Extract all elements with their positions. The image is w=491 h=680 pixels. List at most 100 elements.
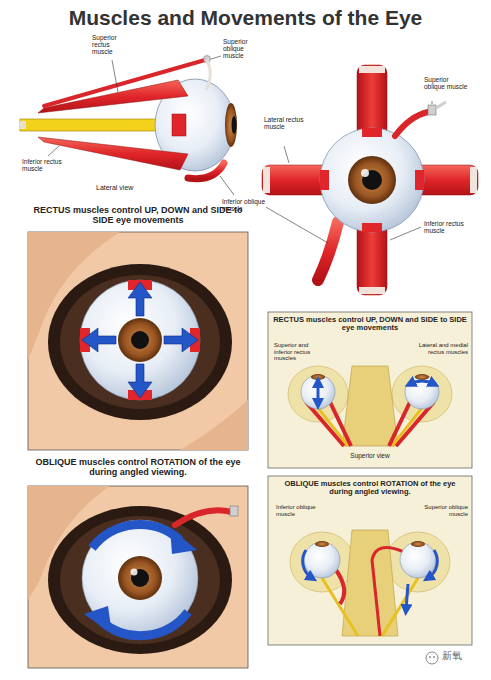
front-view-part: [436, 102, 446, 108]
rectus-front-panel-part: [180, 400, 248, 450]
rectus-front-panel-part: [60, 275, 220, 409]
front-view-part: [362, 128, 382, 137]
view-label: Lateral view: [96, 184, 166, 192]
lateral-view-part: [20, 119, 170, 131]
rectus-superior-panel-part: [405, 375, 439, 409]
front-view-part: [320, 128, 424, 232]
lateral-view-part: [44, 60, 205, 106]
front-view-part: [428, 105, 436, 115]
oblique-superior-panel-part: [304, 542, 340, 578]
rectus-front-panel-part: [82, 328, 116, 352]
rectus-front-panel-part: [128, 364, 152, 398]
leader-lines-part: [264, 206, 328, 243]
leader-lines-part: [48, 146, 59, 156]
rectus-front-panel-part: [80, 280, 200, 400]
oblique-superior-panel-part: [322, 578, 358, 636]
oblique-front-panel-part: [131, 569, 149, 587]
front-view-part: [361, 169, 369, 177]
rectus-superior-panel-part: [415, 374, 429, 380]
rectus-superior-panel-part: [342, 366, 398, 446]
rectus-superior-panel-part: [311, 374, 325, 380]
oblique-front-panel-part: [48, 506, 232, 654]
rectus-superior-panel-part: [268, 312, 472, 468]
rectus-front-panel-part: [164, 328, 198, 352]
oblique-superior-panel-part: [315, 541, 329, 547]
part-label: Superior oblique muscle: [420, 504, 468, 517]
front-view-part: [470, 167, 477, 193]
front-view: [262, 65, 478, 295]
panel-heading: RECTUS muscles control UP, DOWN and SIDE…: [28, 206, 248, 226]
watermark: 新氧: [442, 650, 486, 661]
rectus-superior-panel: [268, 312, 472, 468]
diagram-title: Muscles and Movements of the Eye: [0, 6, 491, 29]
oblique-front-panel-part: [175, 510, 232, 525]
front-view-part: [263, 167, 270, 193]
panel-heading: RECTUS muscles control UP, DOWN and SIDE…: [272, 316, 468, 333]
rectus-superior-panel-part: [317, 382, 320, 404]
rectus-superior-panel-part: [301, 375, 335, 409]
rectus-front-panel-part: [48, 264, 232, 420]
rectus-front-panel-part: [131, 331, 149, 349]
lateral-view-part: [20, 121, 26, 129]
panel-heading: OBLIQUE muscles control ROTATION of the …: [272, 480, 468, 497]
leader-lines-part: [390, 227, 421, 240]
lateral-view-part: [225, 103, 237, 147]
rectus-superior-panel-part: [330, 402, 351, 446]
oblique-front-panel-part: [118, 556, 162, 600]
part-label: Inferior rectus muscle: [424, 220, 470, 234]
oblique-superior-panel-part: [382, 578, 418, 636]
part-label: Lateral and medial rectus muscles: [418, 342, 468, 355]
watermark-icon-part: [433, 656, 435, 658]
part-label: Superior oblique muscle: [223, 38, 265, 59]
lateral-view-part: [172, 114, 186, 136]
rectus-front-panel-part: [118, 318, 162, 362]
leader-lines-part: [220, 176, 234, 195]
oblique-front-panel-part: [131, 569, 138, 576]
oblique-superior-panel-part: [400, 542, 436, 578]
part-label: Superior rectus muscle: [92, 34, 130, 55]
watermark-icon-part: [429, 656, 431, 658]
panel-heading: OBLIQUE muscles control ROTATION of the …: [28, 458, 248, 478]
part-label: Superior and inferior rectus muscles: [274, 342, 328, 362]
oblique-superior-panel-part: [342, 530, 398, 636]
leader-lines-part: [432, 101, 433, 104]
watermark-icon-part: [426, 652, 438, 664]
lateral-view-part: [188, 163, 224, 179]
part-label: Inferior rectus muscle: [22, 158, 62, 172]
lateral-view-part: [232, 116, 237, 134]
view-label: Superior view: [318, 452, 422, 459]
oblique-superior-panel-part: [268, 476, 472, 645]
lateral-view-part: [206, 60, 210, 90]
watermark-icon: [426, 652, 438, 664]
front-view-part: [362, 170, 382, 190]
part-label: Superior oblique muscle: [424, 76, 470, 90]
oblique-superior-panel-part: [406, 584, 408, 610]
front-view-part: [318, 222, 338, 280]
front-view-part: [359, 287, 385, 294]
oblique-superior-panel-part: [336, 570, 344, 604]
rectus-superior-panel-part: [410, 381, 434, 384]
oblique-front-panel-part: [92, 524, 180, 548]
part-label: Inferior oblique muscle: [276, 504, 326, 517]
front-view-part: [415, 170, 424, 190]
front-view-part: [320, 170, 329, 190]
oblique-front-panel-part: [84, 606, 112, 634]
leader-lines-part: [112, 60, 118, 92]
part-label: Lateral rectus muscle: [264, 116, 304, 130]
oblique-front-panel-part: [60, 516, 220, 644]
oblique-superior-panel-part: [372, 548, 404, 637]
oblique-front-panel-part: [170, 528, 197, 554]
lateral-view: [20, 56, 237, 179]
rectus-superior-panel-part: [389, 402, 410, 446]
front-view-part: [359, 66, 385, 73]
front-view-part: [395, 112, 428, 136]
oblique-front-panel-part: [230, 506, 238, 516]
front-view-part: [348, 156, 396, 204]
oblique-front-panel-part: [28, 486, 248, 668]
leader-lines-part: [284, 146, 289, 163]
oblique-front-panel: [28, 486, 248, 668]
front-view-part: [362, 223, 382, 232]
rectus-front-panel-part: [28, 232, 248, 450]
